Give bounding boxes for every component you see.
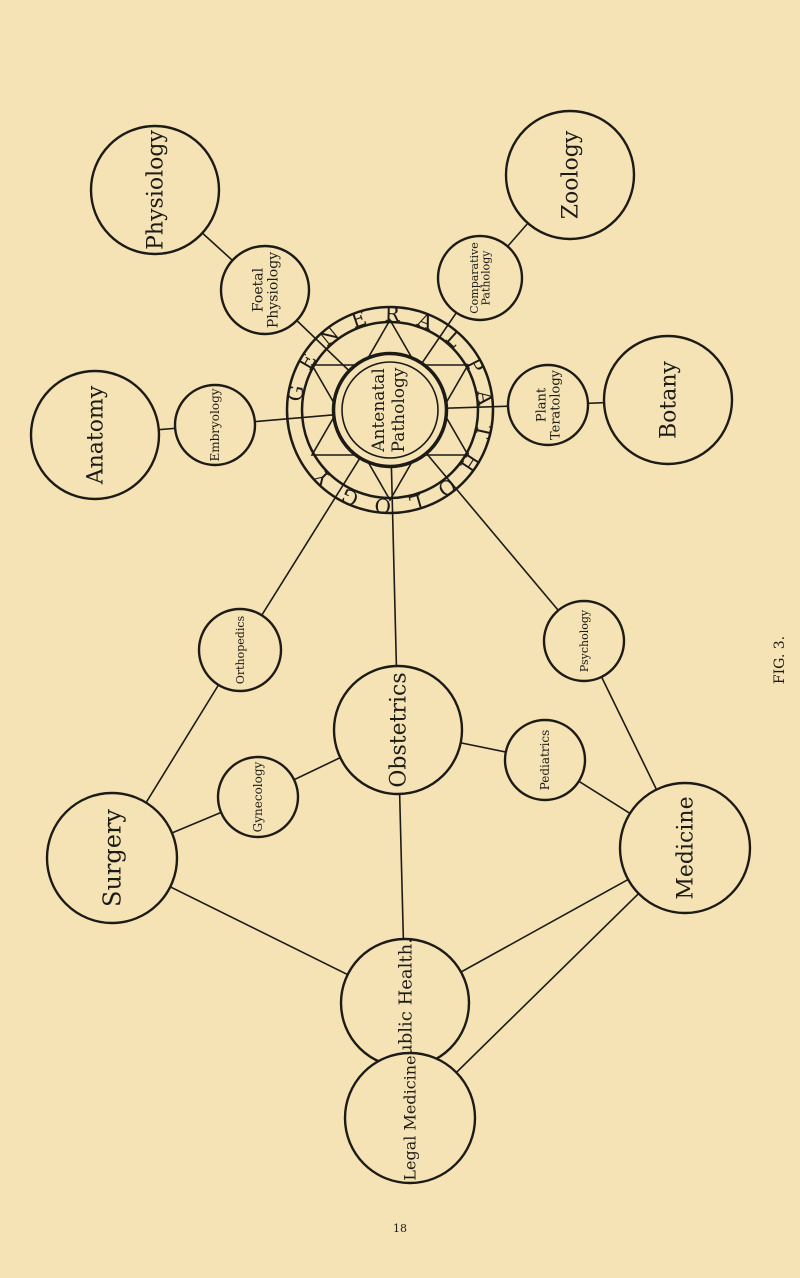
ring-letter-4: R [384,302,401,326]
node-circle-psychology [542,599,626,683]
node-circle-gynecology [216,755,300,839]
center-label-line-2: Pathology [389,367,409,452]
node-botany: Botany [602,334,734,466]
node-circle-surgery [45,791,179,925]
node-label-public-health-0: Public Health. [395,938,416,1068]
node-obstetrics: Obstetrics [332,664,464,796]
node-circle-orthopedics [197,607,283,693]
node-label-foetal-physiology-1: Physiology [265,252,281,328]
node-label-surgery-0: Surgery [98,809,126,907]
node-circle-foetal-physiology [219,244,311,336]
node-label-anatomy-0: Anatomy [84,385,109,485]
node-circle-physiology [89,124,221,256]
ring-letter-1: E [293,349,321,374]
node-label-medicine-0: Medicine [674,796,699,899]
node-circle-plant-teratology [506,363,590,447]
ring-letter-9: T [470,422,497,441]
page-number: 18 [393,1222,407,1235]
node-label-botany-0: Botany [657,360,682,439]
node-circle-zoology [504,109,636,241]
center-outer-ring [285,305,495,515]
ring-letter-0: G [282,383,308,403]
node-circle-botany [602,334,734,466]
node-psychology: Psychology [542,599,626,683]
center-label-line-1: Antenatal [369,368,389,453]
ring-letter-2: N [315,321,344,351]
ring-letter-8: A [472,388,498,407]
node-label-plant-teratology-0: Plant [535,387,550,422]
node-zoology: Zoology [504,109,636,241]
node-gynecology: Gynecology [216,755,300,839]
figure-caption: FIG. 3. [772,636,788,684]
ring-letter-11: O [433,473,460,502]
node-medicine: Medicine [618,781,752,915]
center-label-group: Antenatal Pathology [369,367,409,453]
node-circle-anatomy [29,369,161,501]
node-orthopedics: Orthopedics [197,607,283,693]
node-label-obstetrics-0: Obstetrics [387,672,412,787]
node-circle-embryology [173,383,257,467]
node-label-foetal-physiology-0: Foetal [251,267,267,312]
node-legal-medicine: Legal Medicine [343,1051,477,1185]
node-anatomy: Anatomy [29,369,161,501]
node-circle-obstetrics [332,664,464,796]
center-inner-fill [332,352,448,468]
node-circle-legal-medicine [343,1051,477,1185]
node-physiology: Physiology [89,124,221,256]
figure-caption-text: FIG. 3. [772,636,788,684]
ring-letter-7: P [461,354,489,377]
node-circle-medicine [618,781,752,915]
node-label-zoology-0: Zoology [559,130,584,219]
node-public-health: Public Health. [339,937,471,1069]
node-label-orthopedics-0: Orthopedics [234,615,247,684]
center-core-outline [341,361,439,459]
node-label-psychology-0: Psychology [578,609,591,672]
node-embryology: Embryology [173,383,257,467]
node-label-legal-medicine-0: Legal Medicine [401,1055,420,1180]
node-label-gynecology-0: Gynecology [251,761,265,832]
node-label-plant-teratology-1: Teratology [548,369,563,440]
node-circle-comparative-pathology [436,234,524,322]
ring-letter-13: O [374,493,392,518]
node-label-pediatrics-0: Pediatrics [538,730,552,791]
node-label-embryology-0: Embryology [208,388,222,461]
node-label-comparative-pathology-0: Comparative [468,242,481,314]
node-label-physiology-0: Physiology [144,130,169,250]
ring-letter-10: H [455,449,485,477]
node-label-comparative-pathology-1: Pathology [480,250,493,306]
center-mid-ring [300,320,480,500]
node-circle-pediatrics [503,718,587,802]
ring-letter-12: L [407,489,426,516]
node-pediatrics: Pediatrics [503,718,587,802]
node-surgery: Surgery [45,791,179,925]
